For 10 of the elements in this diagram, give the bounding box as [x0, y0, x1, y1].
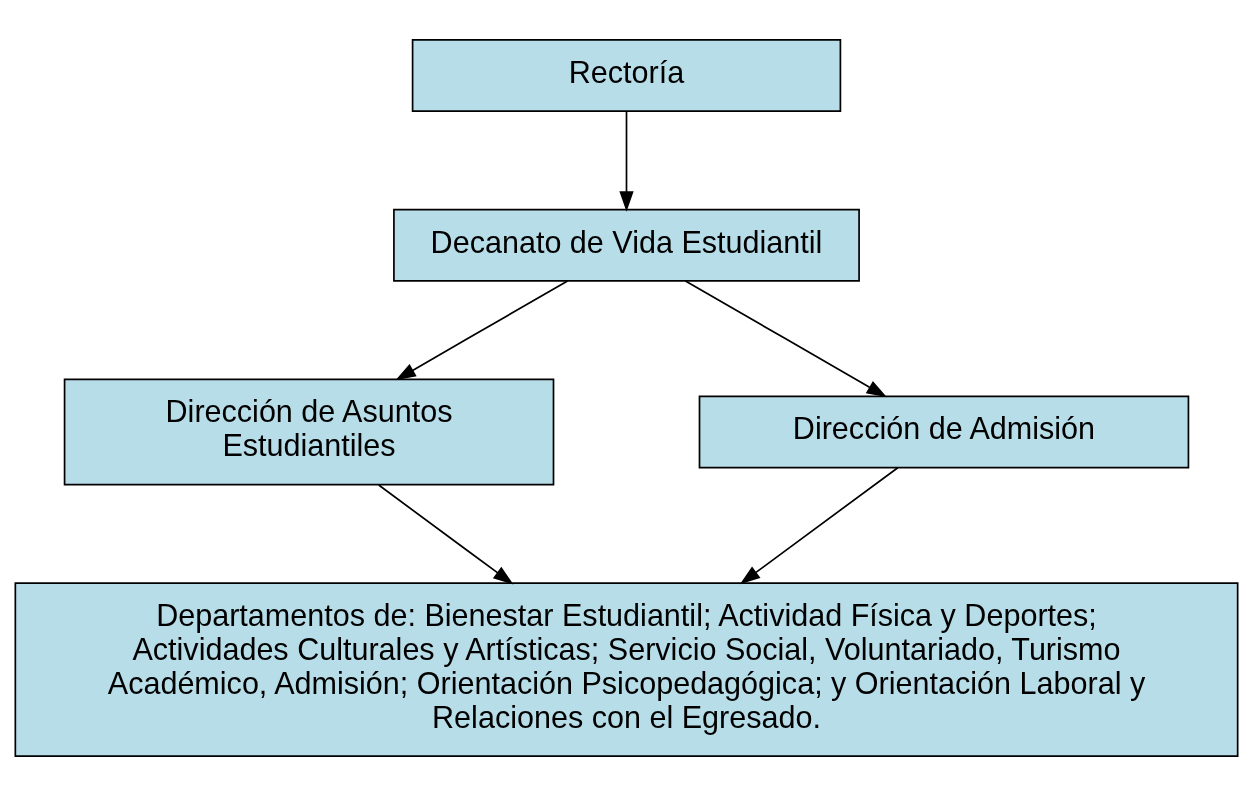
node-box: Departamentos de: Bienestar Estudiantil; Actividad Física y Deportes; Actividades Culturales y Artísticas; Servicio Social, Voluntariado, Turismo Académico, Admisión; Orientación Psicopedagógica; y Orientación Laboral y Relaciones con el Egresado. [14, 582, 1239, 758]
arrow [377, 484, 514, 585]
node-box: Dirección de Admisión [698, 395, 1190, 469]
arrow [684, 280, 887, 398]
node-box: Decanato de Vida Estudiantil [393, 208, 860, 282]
node-box: Rectoría [411, 38, 842, 112]
arrow [619, 110, 634, 212]
arrow [739, 466, 899, 585]
node-box: Dirección de Asuntos Estudiantiles [63, 378, 555, 486]
arrow [395, 280, 569, 381]
